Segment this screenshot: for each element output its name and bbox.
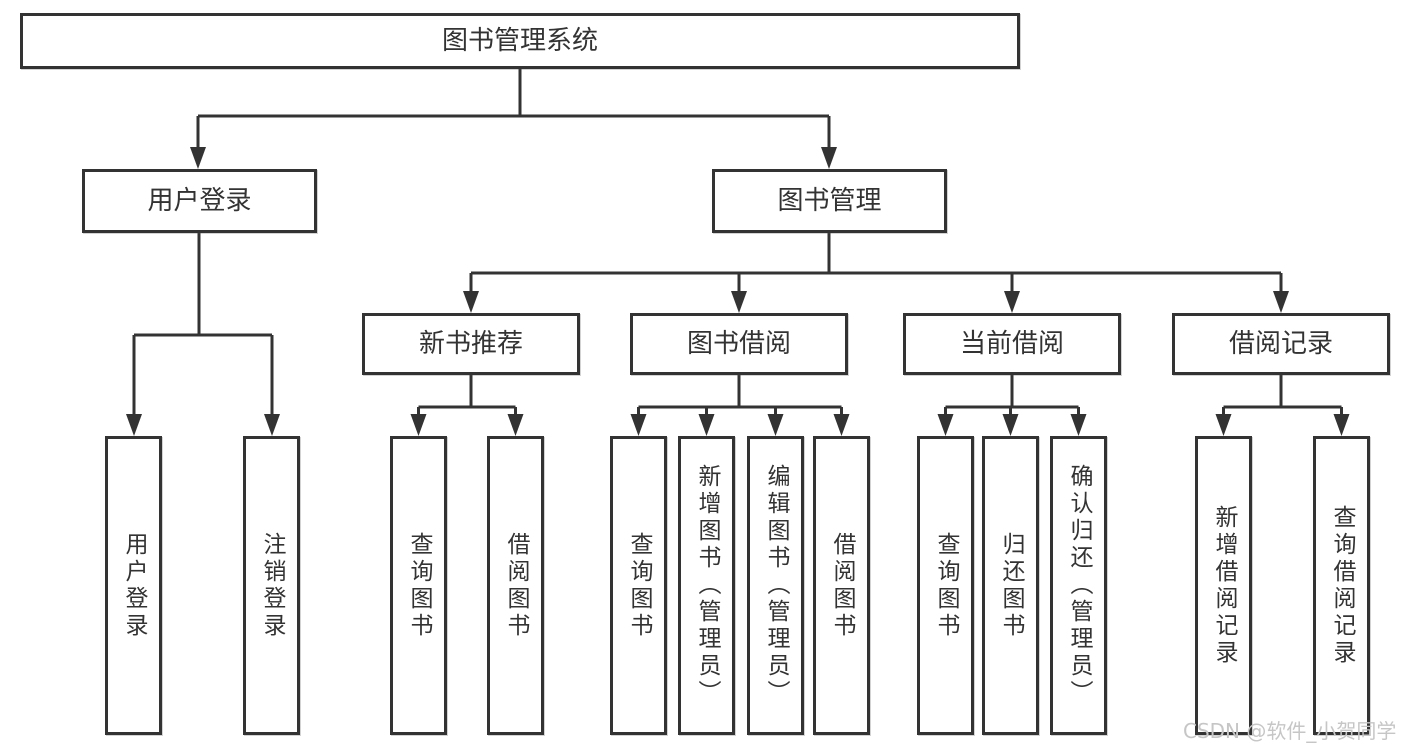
leaf-edit-books-admin-label: 编辑图书（管理员） <box>763 464 789 707</box>
leaf-user-login: 用户登录 <box>105 436 162 735</box>
node-user-login-label: 用户登录 <box>147 186 252 216</box>
leaf-recommend-query-books-label: 查询图书 <box>406 531 432 640</box>
node-current-borrow: 当前借阅 <box>903 313 1121 375</box>
leaf-confirm-return-admin-label: 确认归还（管理员） <box>1066 464 1092 707</box>
node-book-borrow-label: 图书借阅 <box>686 329 791 359</box>
leaf-current-query-books: 查询图书 <box>917 436 974 735</box>
leaf-add-books-admin-label: 新增图书（管理员） <box>694 464 720 707</box>
connector-user-login <box>132 233 274 417</box>
leaf-recommend-query-books: 查询图书 <box>390 436 447 735</box>
connector-new-book-recommend <box>417 375 517 418</box>
leaf-current-query-books-label: 查询图书 <box>933 531 959 640</box>
node-new-book-recommend-label: 新书推荐 <box>418 329 523 359</box>
node-root: 图书管理系统 <box>20 13 1020 69</box>
leaf-borrow-books-label: 借阅图书 <box>829 531 855 640</box>
leaf-add-books-admin: 新增图书（管理员） <box>678 436 735 735</box>
node-new-book-recommend: 新书推荐 <box>362 313 580 375</box>
node-borrow-records-label: 借阅记录 <box>1228 329 1333 359</box>
leaf-borrow-query-books: 查询图书 <box>610 436 667 735</box>
leaf-borrow-books: 借阅图书 <box>813 436 870 735</box>
node-root-label: 图书管理系统 <box>441 26 598 56</box>
leaf-borrow-query-books-label: 查询图书 <box>626 531 652 640</box>
connector-book-management <box>469 233 1283 294</box>
arrowheads <box>126 147 1350 436</box>
leaf-logout-label: 注销登录 <box>259 531 285 640</box>
node-book-management-label: 图书管理 <box>777 186 882 216</box>
connector-book-borrow <box>637 375 843 418</box>
connector-borrow-records <box>1222 375 1343 418</box>
node-current-borrow-label: 当前借阅 <box>959 329 1064 359</box>
connector-current-borrow <box>944 375 1080 418</box>
leaf-recommend-borrow-books: 借阅图书 <box>487 436 544 735</box>
leaf-add-borrow-record-label: 新增借阅记录 <box>1211 504 1237 667</box>
leaf-recommend-borrow-books-label: 借阅图书 <box>503 531 529 640</box>
leaf-confirm-return-admin: 确认归还（管理员） <box>1050 436 1107 735</box>
leaf-query-borrow-record: 查询借阅记录 <box>1313 436 1370 735</box>
node-borrow-records: 借阅记录 <box>1172 313 1390 375</box>
csdn-watermark: CSDN @软件_小贺同学 <box>1183 719 1397 743</box>
leaf-edit-books-admin: 编辑图书（管理员） <box>747 436 804 735</box>
leaf-return-books-label: 归还图书 <box>998 531 1024 640</box>
leaf-user-login-label: 用户登录 <box>121 531 147 640</box>
node-book-management: 图书管理 <box>712 169 947 233</box>
leaf-return-books: 归还图书 <box>982 436 1039 735</box>
connector-root <box>196 69 831 150</box>
leaf-query-borrow-record-label: 查询借阅记录 <box>1329 504 1355 667</box>
leaf-logout: 注销登录 <box>243 436 300 735</box>
leaf-add-borrow-record: 新增借阅记录 <box>1195 436 1252 735</box>
node-user-login: 用户登录 <box>82 169 317 233</box>
node-book-borrow: 图书借阅 <box>630 313 848 375</box>
